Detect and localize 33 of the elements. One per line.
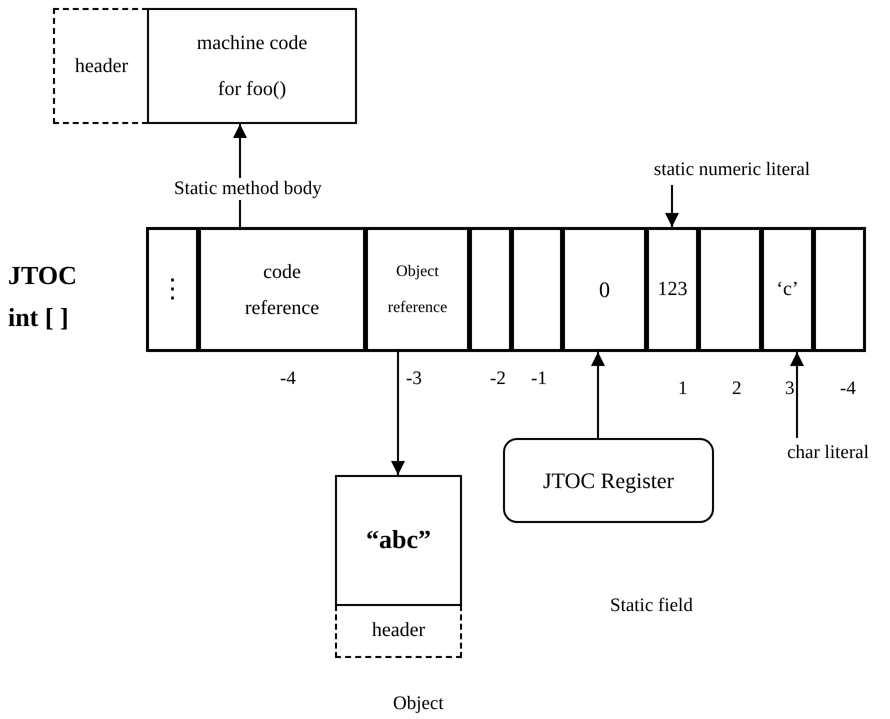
annotation-text: static numeric literal <box>612 155 852 185</box>
array-cell: 0 <box>562 227 647 352</box>
arrow <box>665 185 679 227</box>
array-cell: Object reference <box>365 227 470 352</box>
header-box: header <box>335 605 462 658</box>
register-box: JTOC Register <box>503 438 714 523</box>
array-cell <box>813 227 866 352</box>
array-cell: code reference <box>198 227 366 352</box>
array-cell <box>511 227 563 352</box>
array-cell: ⋮ <box>146 227 199 352</box>
arrow <box>790 352 804 438</box>
caption-text: Static field <box>610 595 693 617</box>
array-cell <box>469 227 512 352</box>
array-cell <box>698 227 762 352</box>
annotation-text: char literal <box>768 438 888 468</box>
index-number: -4 <box>840 378 856 400</box>
index-number: -3 <box>406 368 422 390</box>
index-number: -4 <box>280 368 296 390</box>
index-number: 1 <box>678 378 688 400</box>
object-box: “abc” <box>335 475 462 606</box>
edge-label: Static method body <box>172 178 324 200</box>
array-label: JTOC int [ ] <box>8 260 78 334</box>
caption-text: Object <box>393 693 444 715</box>
arrow <box>591 352 605 438</box>
array-cell: 123 <box>646 227 699 352</box>
header-box: header <box>53 8 148 124</box>
arrow <box>391 352 405 475</box>
array-cell: ‘c’ <box>761 227 814 352</box>
code-block-box: machine code for foo() <box>147 8 357 124</box>
index-number: -1 <box>531 368 547 390</box>
index-number: 2 <box>732 378 742 400</box>
index-number: 3 <box>785 378 794 400</box>
index-number: -2 <box>490 368 506 390</box>
